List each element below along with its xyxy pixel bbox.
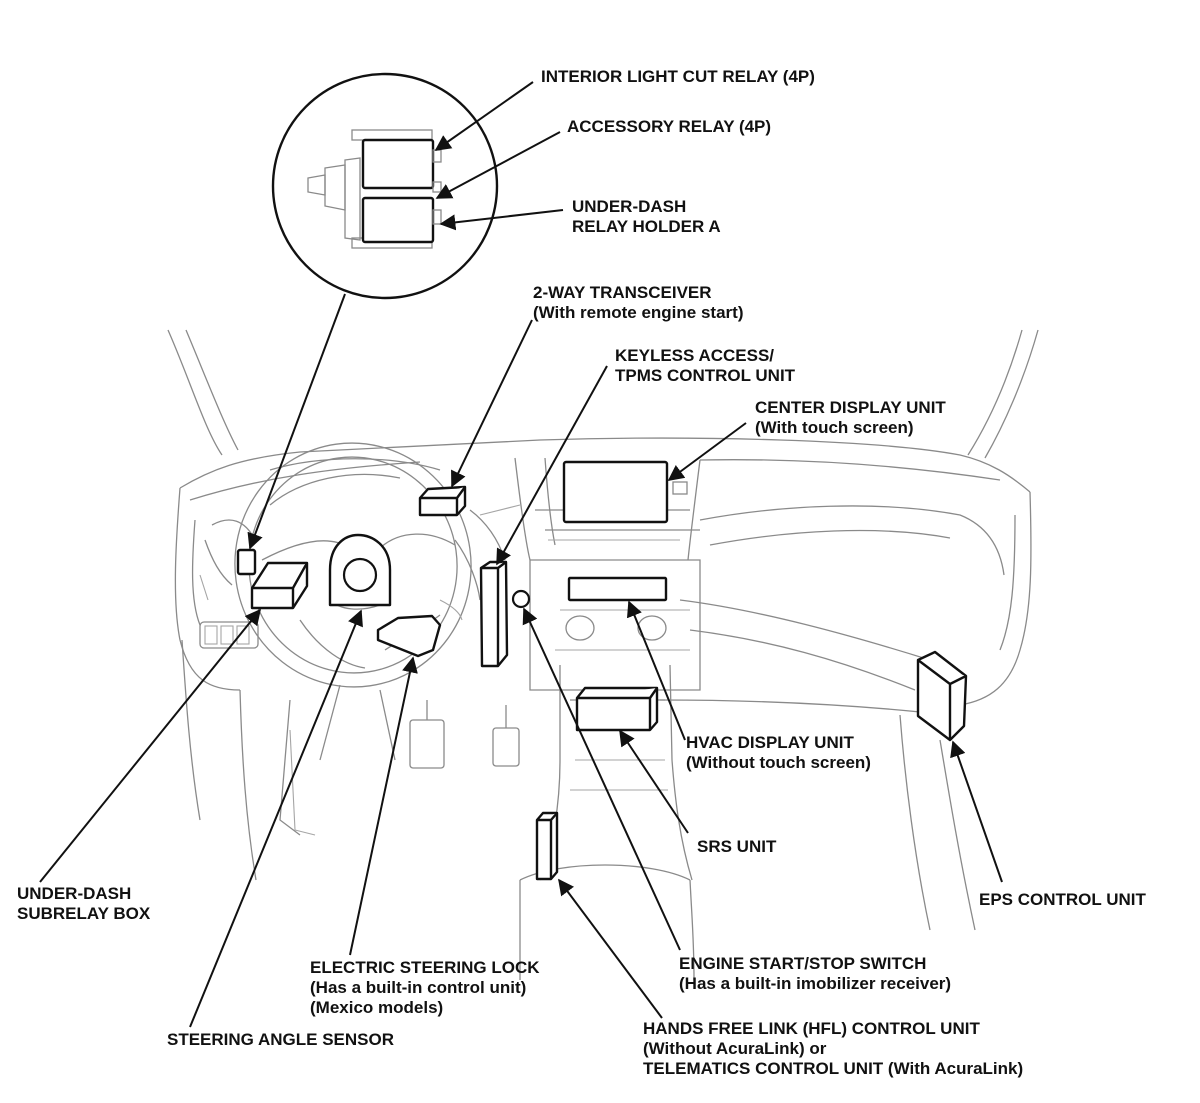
label-two-way-transceiver: 2-WAY TRANSCEIVER (With remote engine st… <box>533 283 744 322</box>
relay-holder-box <box>236 548 257 576</box>
engine-switch-shape <box>511 589 531 609</box>
center-display-shape <box>562 460 669 524</box>
label-interior-light-cut-relay: INTERIOR LIGHT CUT RELAY (4P) <box>541 67 815 86</box>
interior-light-cut-relay-shape <box>361 138 435 190</box>
label-under-dash-relay-holder: UNDER-DASH RELAY HOLDER A <box>572 197 721 236</box>
label-center-display-unit: CENTER DISPLAY UNIT (With touch screen) <box>755 398 946 437</box>
label-eps-control-unit: EPS CONTROL UNIT <box>979 890 1146 909</box>
hvac-display-shape <box>567 576 668 602</box>
label-srs-unit: SRS UNIT <box>697 837 777 856</box>
leader-lines <box>39 81 1003 1028</box>
label-electric-steering-lock: ELECTRIC STEERING LOCK (Has a built-in c… <box>310 958 540 1017</box>
hfl-unit-shape <box>535 811 559 881</box>
label-under-dash-subrelay-box: UNDER-DASH SUBRELAY BOX <box>17 884 151 923</box>
label-keyless-access: KEYLESS ACCESS/ TPMS CONTROL UNIT <box>615 346 796 385</box>
relay-holder-inset <box>271 72 499 300</box>
components <box>236 460 968 881</box>
label-steering-angle-sensor: STEERING ANGLE SENSOR <box>167 1030 395 1049</box>
label-hvac-display-unit: HVAC DISPLAY UNIT (Without touch screen) <box>686 733 871 772</box>
keyless-unit-shape <box>479 560 509 668</box>
steering-lock-shape <box>376 614 442 658</box>
label-accessory-relay: ACCESSORY RELAY (4P) <box>567 117 772 136</box>
label-engine-start-stop-switch: ENGINE START/STOP SWITCH (Has a built-in… <box>679 954 952 993</box>
accessory-relay-shape <box>361 196 435 244</box>
label-hands-free-link: HANDS FREE LINK (HFL) CONTROL UNIT (With… <box>643 1019 1024 1078</box>
dashboard-background <box>167 329 1039 981</box>
